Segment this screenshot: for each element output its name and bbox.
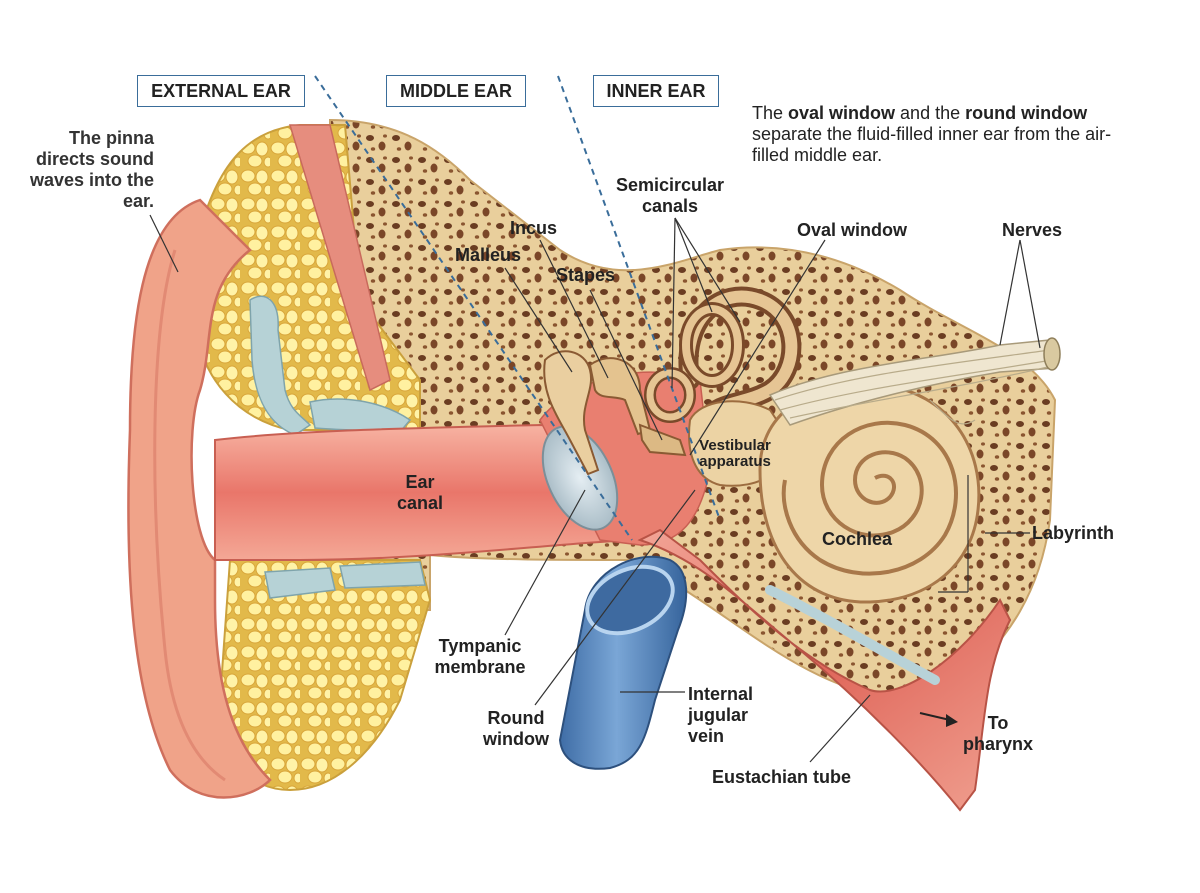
oval-window-label: Oval window xyxy=(797,220,908,240)
cartilage-piece xyxy=(339,561,426,589)
semicircular-canals-label: Semicircular canals xyxy=(615,175,725,216)
labyrinth-label: Labyrinth xyxy=(1032,523,1115,543)
middle-inner-divider xyxy=(557,75,721,521)
vestibular-apparatus-label: Vestibular apparatus xyxy=(699,437,771,470)
round-window-label: Round window xyxy=(483,708,549,749)
stapes xyxy=(638,423,687,457)
external-ear-box: EXTERNAL EAR xyxy=(137,75,305,107)
semicircular-loop-inner xyxy=(646,369,694,421)
nerve-end xyxy=(1043,337,1061,371)
cartilage-piece xyxy=(249,295,312,436)
middle-ear-box: MIDDLE EAR xyxy=(386,75,526,107)
tympanic-membrane-label: Tympanic membrane xyxy=(434,636,526,677)
nerve-fibers xyxy=(774,349,1053,425)
inner-ear-box: INNER EAR xyxy=(593,75,719,107)
cartilage-piece xyxy=(309,398,412,433)
malleus-label: Malleus xyxy=(455,245,522,265)
ear-canal-label: Ear canal xyxy=(396,472,444,513)
malleus xyxy=(543,350,600,476)
to-pharynx-arrow xyxy=(919,712,958,727)
leader-lines xyxy=(149,214,1041,763)
nerves-label: Nerves xyxy=(1002,220,1063,240)
external-middle-divider xyxy=(314,75,633,541)
eustachian-tube-label: Eustachian tube xyxy=(712,767,852,787)
eustachian-tube xyxy=(637,528,1012,812)
cochlea-label: Cochlea xyxy=(822,529,893,549)
pinna-fold xyxy=(153,249,226,782)
jugular-opening xyxy=(585,564,675,636)
cochlea-spiral xyxy=(781,420,958,576)
muscle-strip xyxy=(288,124,391,392)
internal-jugular-vein-label: Internal jugular vein xyxy=(688,684,754,746)
stapes-label: Stapes xyxy=(556,265,616,285)
pinna-note: The pinna directs sound waves into the e… xyxy=(29,128,154,211)
incus-label: Incus xyxy=(510,218,558,238)
semicircular-loop-inner xyxy=(682,305,742,385)
cartilage-piece xyxy=(264,567,336,599)
eustachian-lining xyxy=(765,585,940,685)
window-note: The oval window and the round window sep… xyxy=(752,103,1112,165)
to-pharynx-label: To pharynx xyxy=(962,713,1034,754)
tympanic-membrane xyxy=(541,425,619,531)
